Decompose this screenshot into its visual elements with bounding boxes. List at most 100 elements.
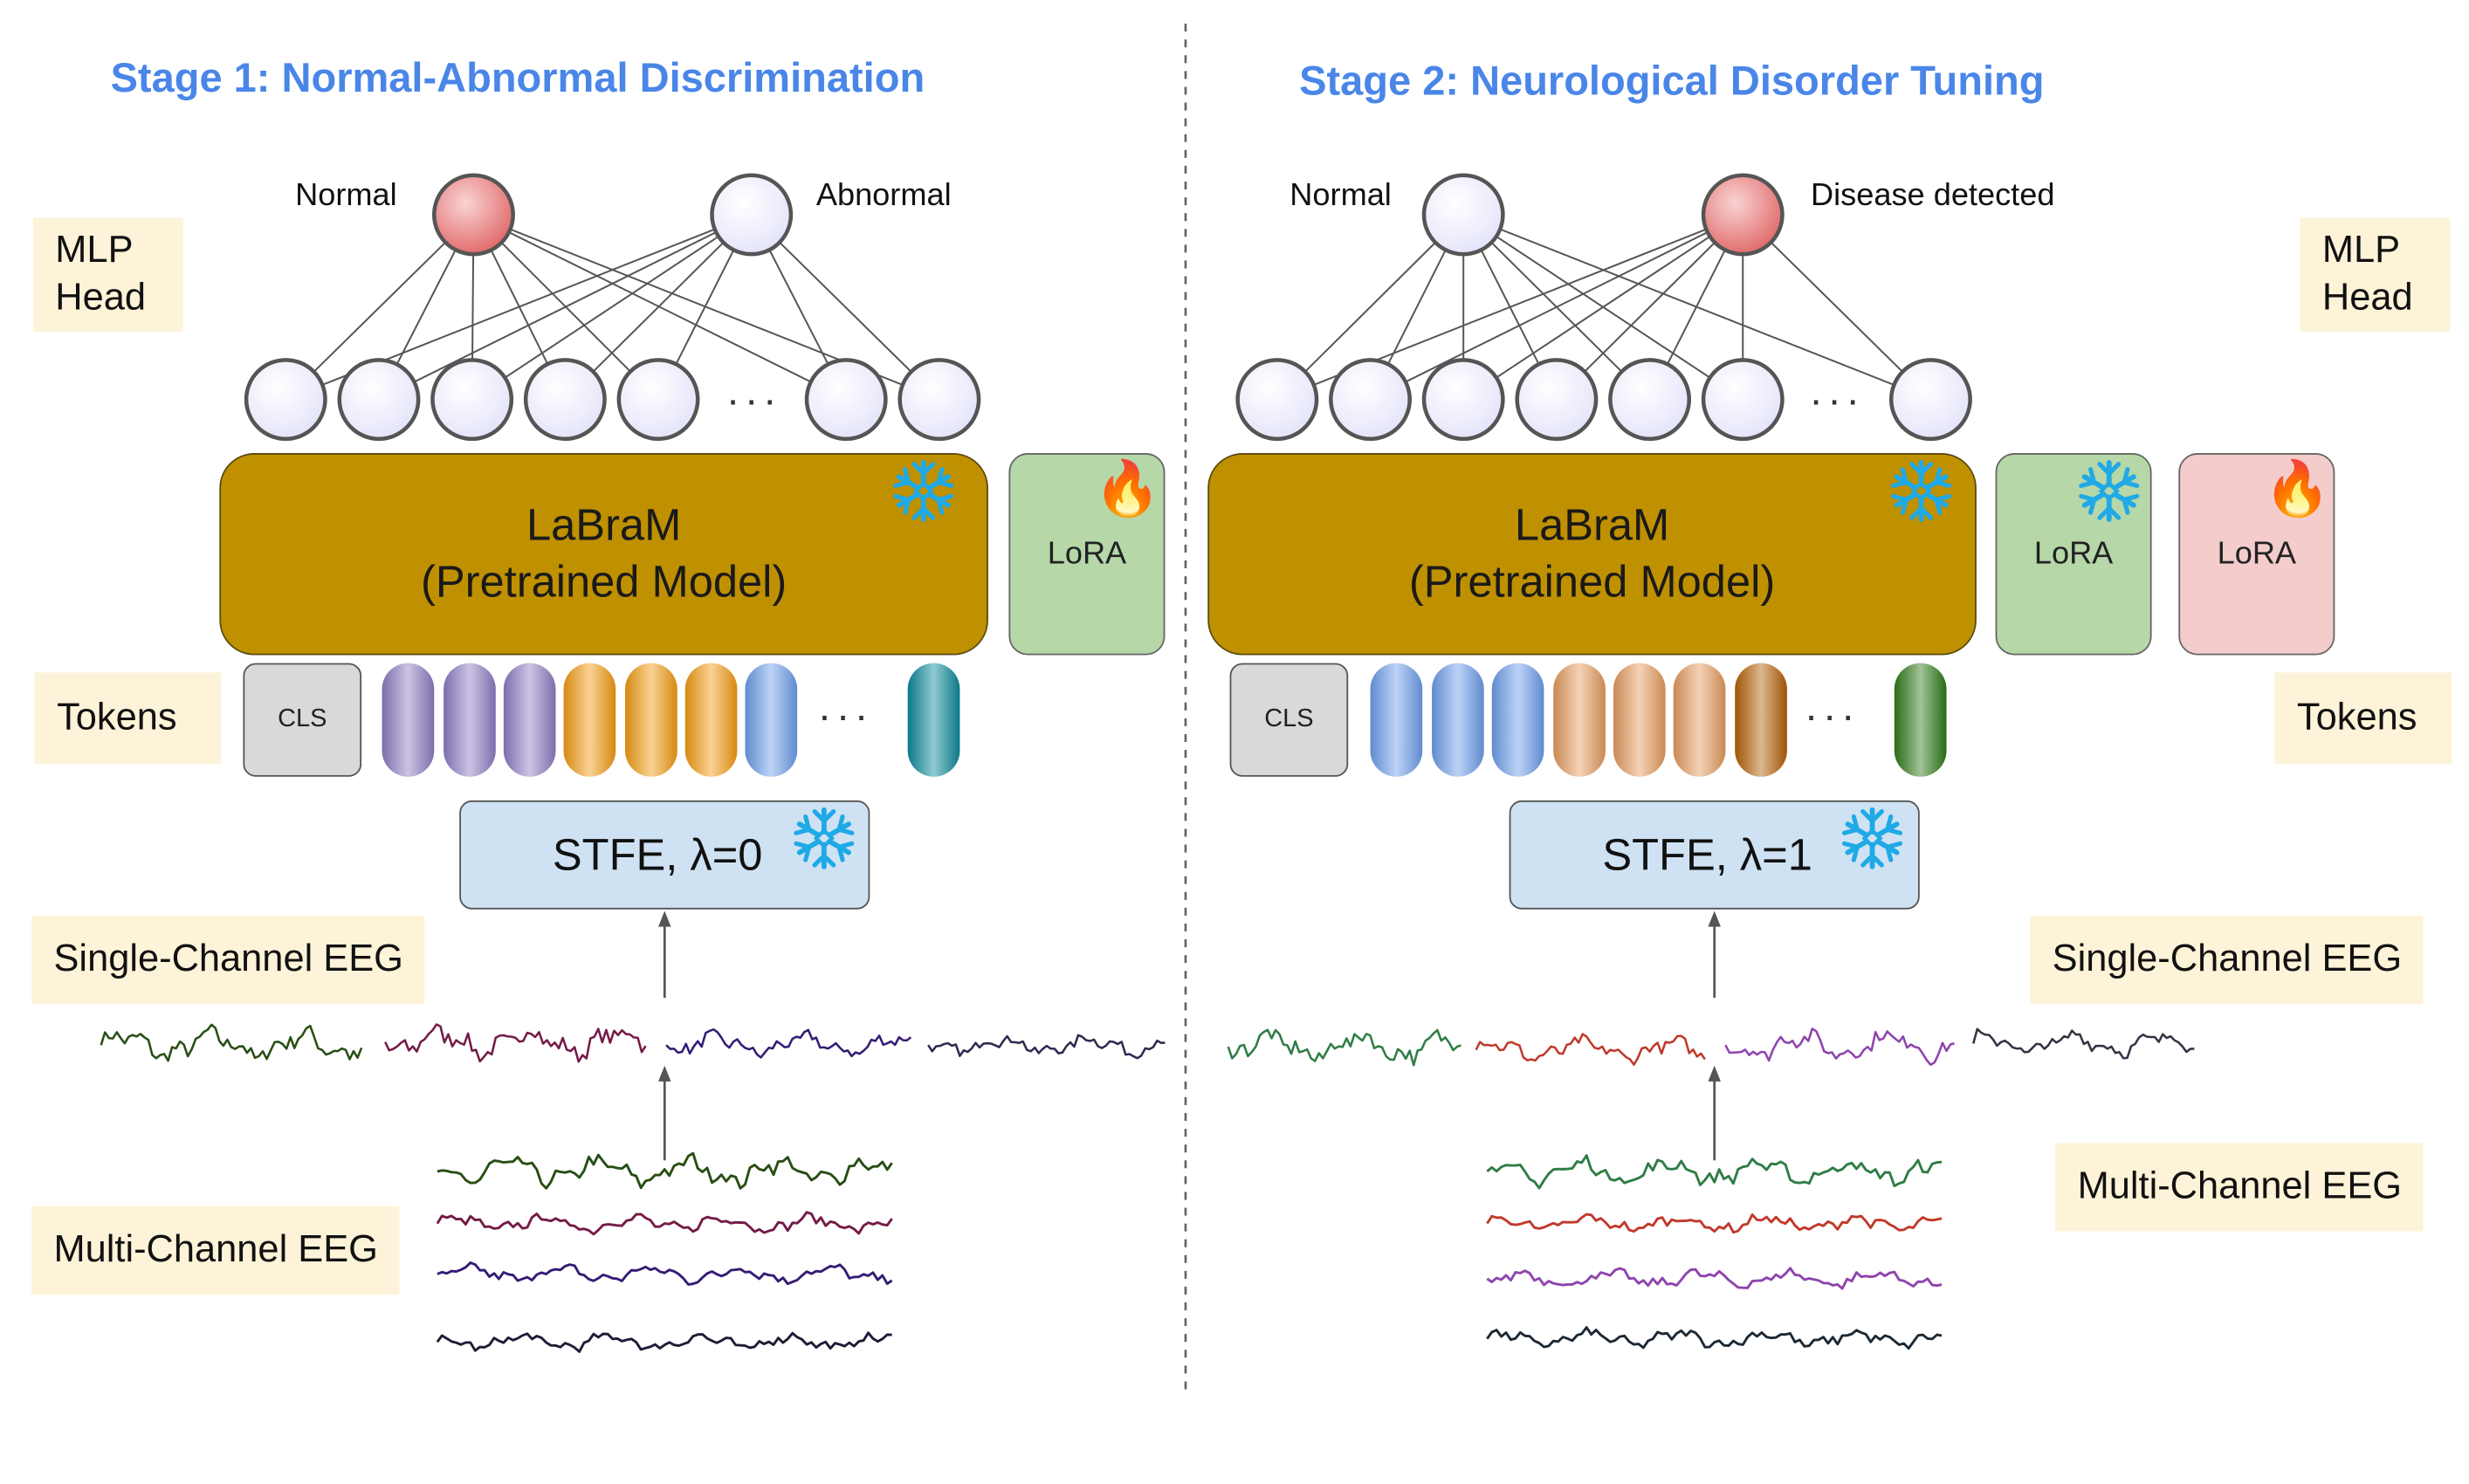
flow-arrows — [658, 910, 1721, 1161]
snowflake-core — [2098, 480, 2120, 502]
stage1-model-subtitle: (Pretrained Model) — [420, 557, 787, 607]
stage1-output-normal-label: Normal — [295, 178, 397, 214]
snowflake-arm — [1891, 491, 1919, 515]
eeg-token — [1370, 663, 1423, 777]
eeg-trace — [1227, 1028, 1461, 1067]
snowflake-glyph — [893, 459, 954, 522]
mlp-connection — [471, 214, 753, 401]
snowflake-core — [1861, 828, 1883, 849]
hidden-node — [523, 358, 607, 442]
hidden-node — [804, 358, 888, 442]
hidden-node — [1421, 358, 1505, 442]
snowflake-icon — [1887, 457, 1957, 526]
hidden-node — [1329, 358, 1412, 442]
eeg-trace — [437, 1151, 893, 1190]
snowflake-icon — [1838, 804, 1908, 874]
eeg-trace — [927, 1034, 1166, 1060]
snowflake-glyph — [794, 807, 855, 869]
eeg-token — [1735, 663, 1787, 777]
snowflake-arm — [2079, 491, 2107, 515]
eeg-token — [745, 663, 798, 777]
snowflake-arm — [893, 467, 921, 491]
snowflake-arm — [1923, 467, 1952, 491]
eeg-trace — [1475, 1033, 1706, 1066]
stage1-labram-model: LaBraM (Pretrained Model) — [219, 453, 988, 656]
arrow-head — [658, 1065, 671, 1082]
stage1-stfe-encoder: STFE, λ=0 — [459, 800, 870, 910]
hidden-node — [1235, 358, 1319, 442]
eeg-trace — [665, 1028, 912, 1059]
stage2-mlp-head-label: MLP Head — [2300, 217, 2451, 332]
snowflake-arm — [1841, 814, 1870, 838]
snowflake-arm — [1841, 839, 1870, 862]
eeg-token — [382, 663, 435, 777]
eeg-waveforms — [100, 1023, 2195, 1353]
arrow-head — [1708, 910, 1721, 927]
snowflake-arm — [926, 491, 954, 515]
snowflake-arm — [794, 839, 822, 862]
eeg-trace — [1972, 1027, 2195, 1060]
eeg-trace — [1724, 1027, 1955, 1067]
stage2-lora-frozen: LoRA — [1995, 453, 2152, 656]
arrow-head — [658, 910, 671, 927]
snowflake-core — [1910, 480, 1932, 502]
eeg-trace — [100, 1023, 363, 1062]
stage1-lora-label: LoRA — [1047, 535, 1127, 571]
snowflake-core — [813, 828, 835, 849]
snowflake-arm — [2112, 491, 2140, 515]
snowflake-icon — [889, 457, 959, 526]
snowflake-icon — [789, 804, 859, 874]
hidden-node — [337, 358, 421, 442]
eeg-token — [684, 663, 738, 777]
stage2-labram-model: LaBraM (Pretrained Model) — [1207, 453, 1977, 656]
stage2-lora-trainable-label: LoRA — [2217, 535, 2297, 571]
eeg-token — [1613, 663, 1666, 777]
stage2-lora-trainable: LoRA — [2178, 453, 2335, 656]
snowflake-arm — [926, 467, 954, 491]
snowflake-glyph — [1891, 459, 1952, 522]
eeg-token — [1894, 663, 1947, 777]
eeg-trace — [384, 1023, 647, 1063]
stage2-lora-frozen-label: LoRA — [2033, 535, 2114, 571]
snowflake-icon — [2074, 457, 2144, 526]
stage1-lora-trainable: LoRA — [1008, 453, 1166, 656]
eeg-token — [1673, 663, 1726, 777]
eeg-trace — [436, 1211, 893, 1236]
stage1-cls-label: CLS — [278, 705, 327, 733]
output-node-active — [431, 173, 515, 257]
snowflake-glyph — [1841, 807, 1903, 869]
snowflake-arm — [1891, 467, 1919, 491]
hidden-node — [244, 358, 327, 442]
mlp-connection — [378, 214, 753, 401]
mlp-connection — [473, 214, 847, 401]
snowflake-arm — [893, 491, 921, 515]
stage2-hidden-ellipsis: ··· — [1809, 375, 1865, 423]
stage2-stfe-encoder: STFE, λ=1 — [1509, 800, 1920, 910]
stage1-mlp-head-label: MLP Head — [32, 217, 183, 332]
mlp-nodes — [244, 173, 1972, 442]
eeg-token — [563, 663, 616, 777]
stage1-hidden-ellipsis: ··· — [726, 375, 782, 423]
output-node — [710, 173, 794, 257]
snowflake-arm — [827, 814, 855, 838]
stage1-single-channel-label: Single-Channel EEG — [31, 915, 426, 1005]
stage2-title: Stage 2: Neurological Disorder Tuning — [1299, 57, 2045, 105]
stage2-cls-token: CLS — [1229, 663, 1349, 777]
hidden-node — [1888, 358, 1972, 442]
snowflake-arm — [2079, 467, 2107, 491]
mlp-connection — [1742, 214, 1932, 401]
stage2-cls-label: CLS — [1264, 705, 1314, 733]
stage2-tokens-label: Tokens — [2274, 672, 2452, 765]
fire-icon: 🔥 — [1094, 459, 1161, 519]
eeg-trace — [1486, 1154, 1943, 1190]
mlp-connection — [285, 214, 475, 401]
eeg-token — [444, 663, 496, 777]
stage2-token-ellipsis: ··· — [1804, 691, 1860, 739]
snowflake-arm — [1923, 491, 1952, 515]
stage1-multi-channel-label: Multi-Channel EEG — [31, 1206, 401, 1295]
eeg-trace — [437, 1261, 893, 1286]
eeg-token — [503, 663, 556, 777]
stage1-stfe-label: STFE, λ=0 — [552, 829, 763, 879]
hidden-node — [1701, 358, 1785, 442]
